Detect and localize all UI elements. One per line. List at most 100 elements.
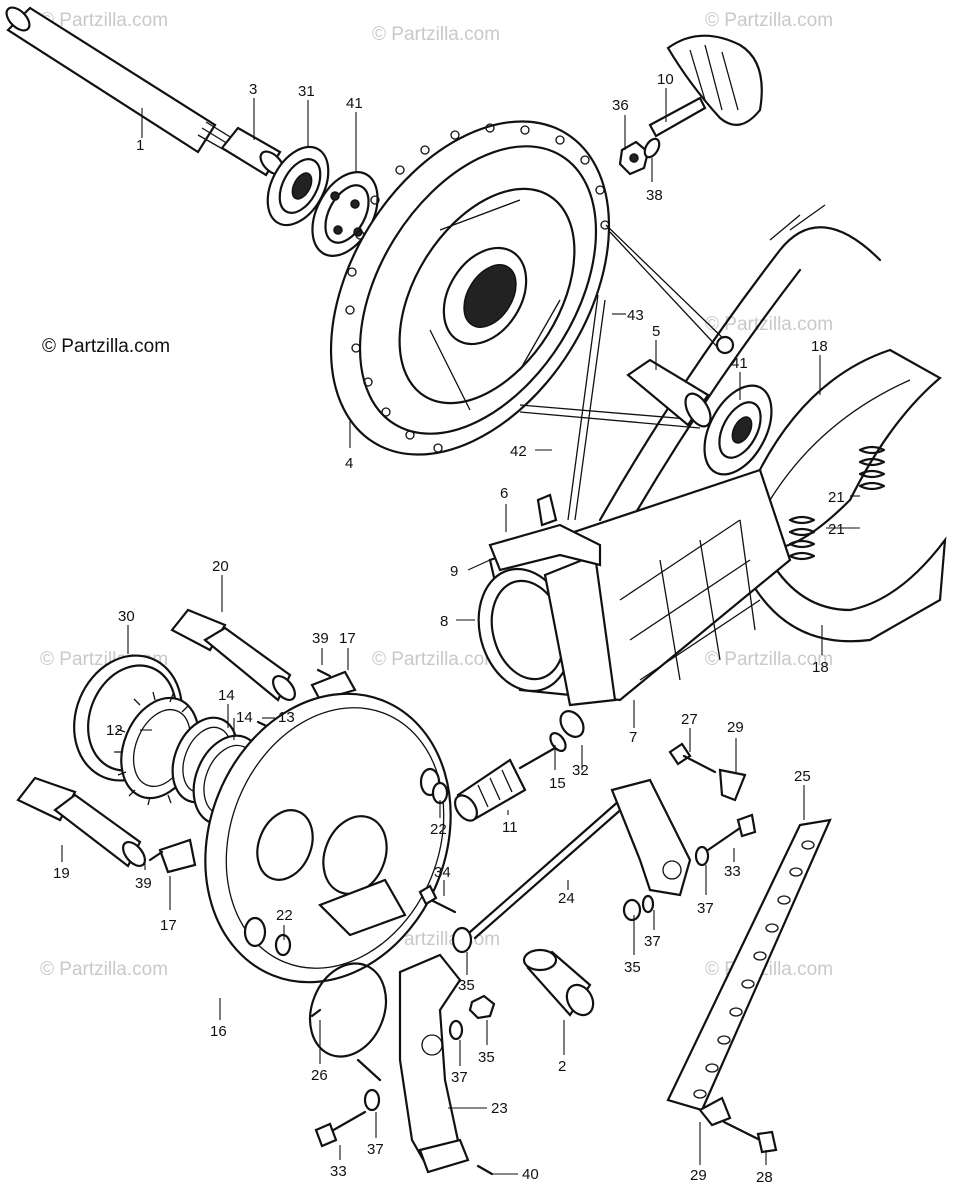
parts-artwork [5, 6, 947, 1176]
callout-label: 41 [346, 95, 363, 112]
callout-label: 8 [440, 613, 448, 630]
bracket-part [488, 493, 602, 572]
pin-part [476, 1164, 494, 1176]
callout-label: 29 [690, 1167, 707, 1184]
sleeve-part [477, 553, 617, 707]
callout-label: 34 [434, 864, 451, 881]
callout-label: 22 [276, 907, 293, 924]
brake-arm-part [610, 778, 692, 897]
callout-label: 22 [430, 821, 447, 838]
brake-shoe-part [748, 348, 947, 643]
bearing-part [703, 384, 773, 476]
nut-part [468, 994, 496, 1020]
bearing-part [311, 171, 379, 257]
callout-label: 35 [624, 959, 641, 976]
adjuster-part [453, 710, 585, 822]
watermark: © Partzilla.com [40, 10, 168, 31]
callout-label: 33 [724, 863, 741, 880]
callout-label: 25 [794, 768, 811, 785]
watermark: © Partzilla.com [705, 959, 833, 980]
callout-label: 43 [627, 307, 644, 324]
plate-part [158, 838, 197, 874]
callout-label: 29 [727, 719, 744, 736]
hub-part [329, 120, 611, 456]
callout-label: 23 [491, 1100, 508, 1117]
callout-label: 27 [681, 711, 698, 728]
callout-label: 5 [652, 323, 660, 340]
callout-label: 24 [558, 890, 575, 907]
callout-label: 33 [330, 1163, 347, 1180]
callout-label: 14 [218, 687, 235, 704]
washer-part [448, 1019, 464, 1041]
callout-label: 12 [106, 722, 123, 739]
washer-part [451, 926, 473, 954]
nut-part [618, 140, 650, 176]
washer-part [363, 1088, 381, 1112]
callout-label: 21 [828, 521, 845, 538]
callout-label: 40 [522, 1166, 539, 1183]
callout-label: 16 [210, 1023, 227, 1040]
callout-label: 30 [118, 608, 135, 625]
callout-label: 39 [135, 875, 152, 892]
bolt-part [694, 813, 757, 867]
callout-label: 10 [657, 71, 674, 88]
watermark: © Partzilla.com [705, 314, 833, 335]
washer-part [643, 137, 661, 159]
watermark: © Partzilla.com [372, 649, 500, 670]
callout-label: 32 [572, 762, 589, 779]
brake-arm-part [398, 953, 470, 1174]
callout-label: 37 [697, 900, 714, 917]
callout-label: 18 [811, 338, 828, 355]
torque-link-part [666, 818, 832, 1112]
callout-label: 38 [646, 187, 663, 204]
callout-label: 42 [510, 443, 527, 460]
bolt-part [314, 1110, 367, 1148]
brake-panel-part [204, 692, 452, 984]
cam-part [16, 776, 146, 868]
callout-label: 4 [345, 455, 353, 472]
callout-label: 7 [629, 729, 637, 746]
collar-part [626, 358, 712, 428]
return-spring-part [308, 962, 388, 1082]
callout-label: 9 [450, 563, 458, 580]
callout-label: 18 [812, 659, 829, 676]
callout-label: 28 [756, 1169, 773, 1186]
rod-part [468, 798, 627, 940]
callout-label: 37 [644, 933, 661, 950]
copyright-notice: © Partzilla.com [42, 336, 170, 357]
pin-part [316, 668, 332, 678]
callout-label: 6 [500, 485, 508, 502]
collar-part [522, 948, 595, 1017]
knob-part [648, 34, 763, 138]
nut-part [622, 898, 642, 922]
clip-part [698, 1096, 732, 1127]
callout-label: 15 [549, 775, 566, 792]
callout-label: 37 [367, 1141, 384, 1158]
watermark: © Partzilla.com [705, 649, 833, 670]
callout-label: 20 [212, 558, 229, 575]
leader-lines [61, 88, 860, 1175]
callout-labels: 1 3 31 41 36 10 38 43 5 41 18 4 42 21 21… [53, 71, 845, 1186]
callout-label: 36 [612, 97, 629, 114]
bolt-part [668, 742, 717, 774]
pin-part [148, 850, 164, 862]
watermark: © Partzilla.com [372, 24, 500, 45]
callout-label: 17 [339, 630, 356, 647]
washer-part [641, 894, 655, 914]
watermark: © Partzilla.com [40, 959, 168, 980]
callout-label: 21 [828, 489, 845, 506]
clip-part [718, 768, 747, 802]
callout-label: 41 [731, 355, 748, 372]
callout-label: 35 [478, 1049, 495, 1066]
callout-label: 19 [53, 865, 70, 882]
spokes-part [519, 224, 735, 521]
callout-label: 35 [458, 977, 475, 994]
bolt-part [722, 1120, 778, 1154]
spring-part [788, 445, 886, 561]
callout-label: 11 [502, 819, 518, 836]
callout-label: 17 [160, 917, 177, 934]
callout-label: 31 [298, 83, 315, 100]
callout-label: 1 [136, 137, 144, 154]
bolt-part [418, 884, 457, 914]
